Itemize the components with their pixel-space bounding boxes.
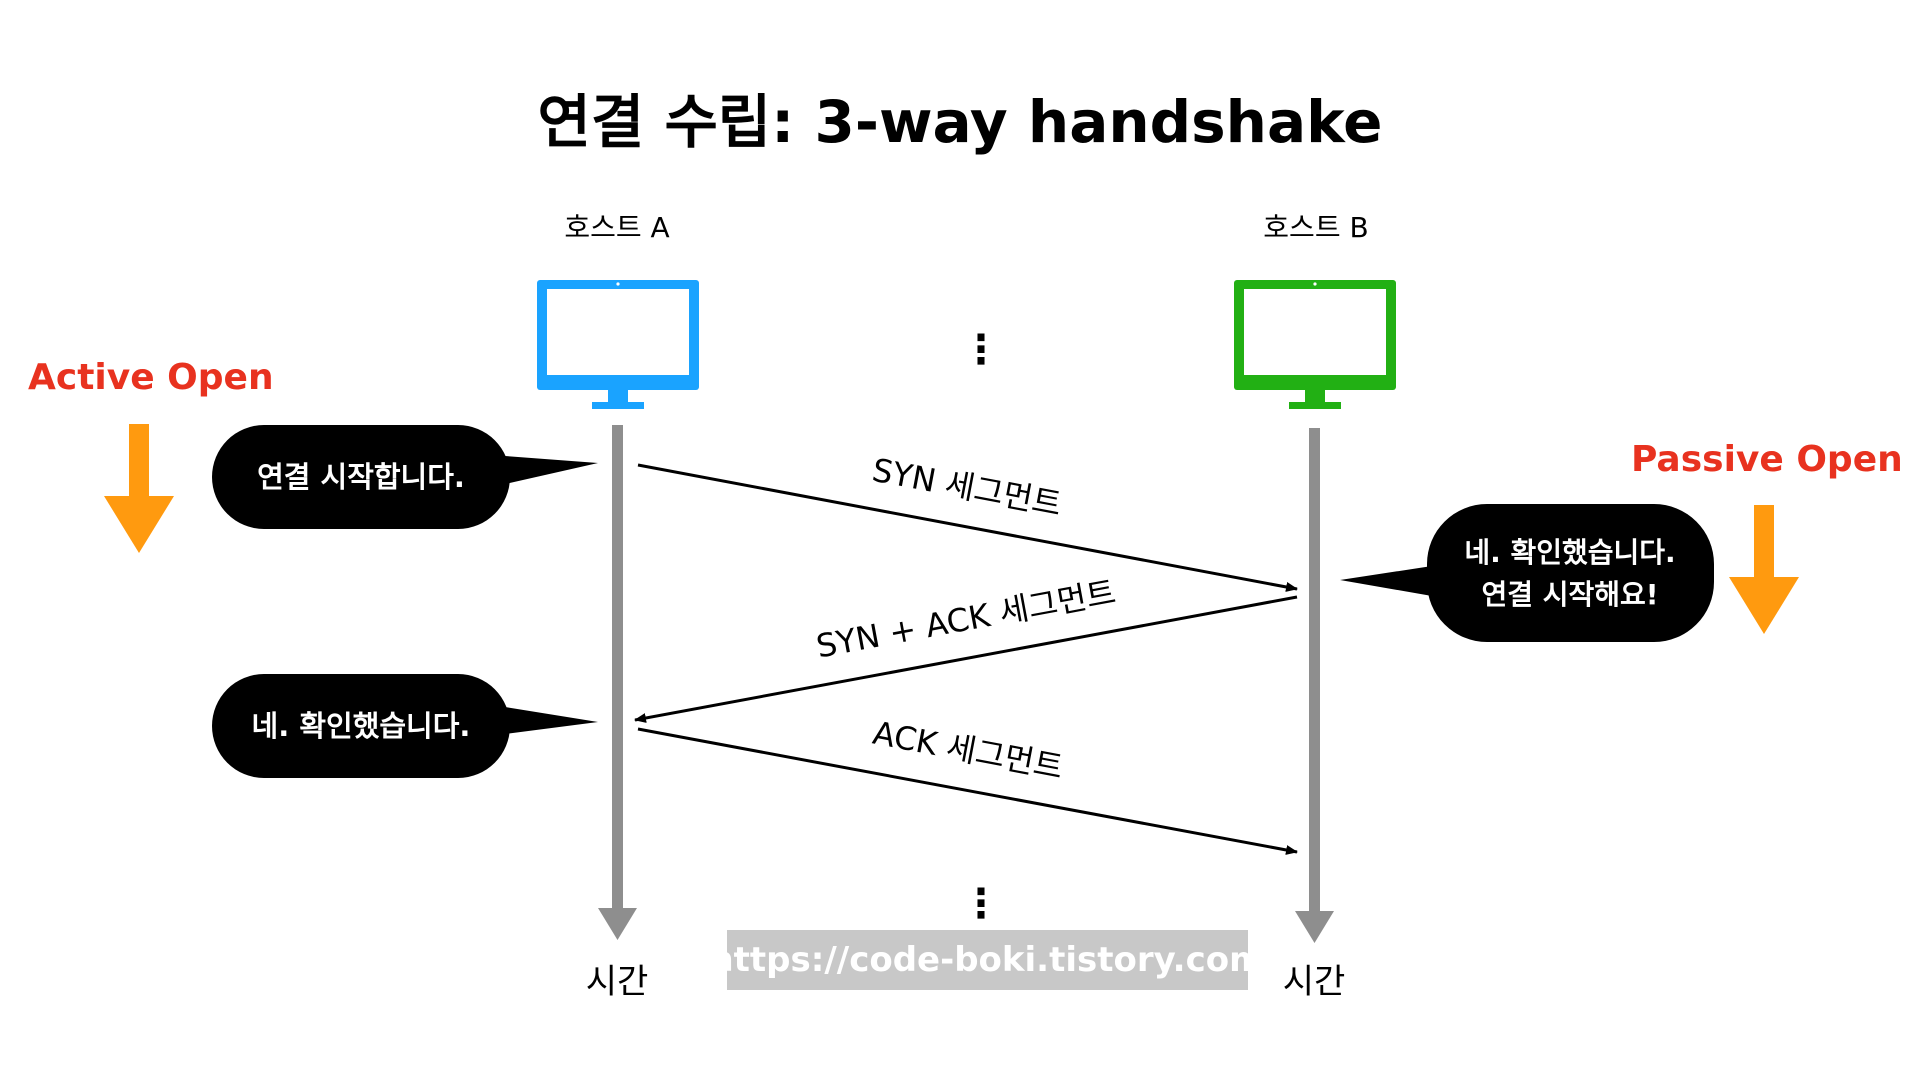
monitor-icon bbox=[537, 280, 699, 409]
syn-ack-label: SYN + ACK 세그먼트 bbox=[813, 573, 1118, 666]
ellipsis-top: ⋮ bbox=[961, 327, 1001, 373]
time-label-b: 시간 bbox=[1283, 962, 1346, 1002]
syn-ack-arrow bbox=[634, 595, 1298, 723]
diagram-title: 연결 수립: 3-way handshake bbox=[538, 88, 1383, 156]
host-a-label: 호스트 A bbox=[564, 211, 669, 244]
speech-bubble-a-start: 연결 시작합니다. bbox=[212, 425, 598, 529]
host-b-label: 호스트 B bbox=[1263, 211, 1368, 244]
down-arrow-icon bbox=[104, 424, 174, 553]
watermark: https://code-boki.tistory.com bbox=[709, 930, 1265, 990]
ack-arrow bbox=[637, 727, 1298, 855]
bubble-text: 네. 확인했습니다. bbox=[252, 709, 471, 743]
monitor-icon bbox=[1234, 280, 1396, 409]
speech-bubble-a-ack: 네. 확인했습니다. bbox=[212, 674, 598, 778]
timeline-a bbox=[598, 425, 637, 940]
ellipsis-bottom: ⋮ bbox=[961, 881, 1001, 927]
timeline-b bbox=[1295, 428, 1334, 943]
speech-bubble-b-reply: 네. 확인했습니다. 연결 시작해요! bbox=[1340, 504, 1714, 642]
bubble-text: 연결 시작합니다. bbox=[257, 460, 465, 494]
syn-arrow bbox=[637, 463, 1298, 592]
watermark-text: https://code-boki.tistory.com bbox=[709, 940, 1264, 980]
bubble-text: 네. 확인했습니다. bbox=[1464, 536, 1675, 569]
time-label-a: 시간 bbox=[586, 962, 649, 1002]
down-arrow-icon bbox=[1729, 505, 1799, 634]
bubble-text: 연결 시작해요! bbox=[1481, 578, 1658, 611]
passive-open-label: Passive Open bbox=[1631, 439, 1903, 480]
ack-label: ACK 세그먼트 bbox=[870, 714, 1066, 787]
active-open-label: Active Open bbox=[28, 357, 274, 398]
